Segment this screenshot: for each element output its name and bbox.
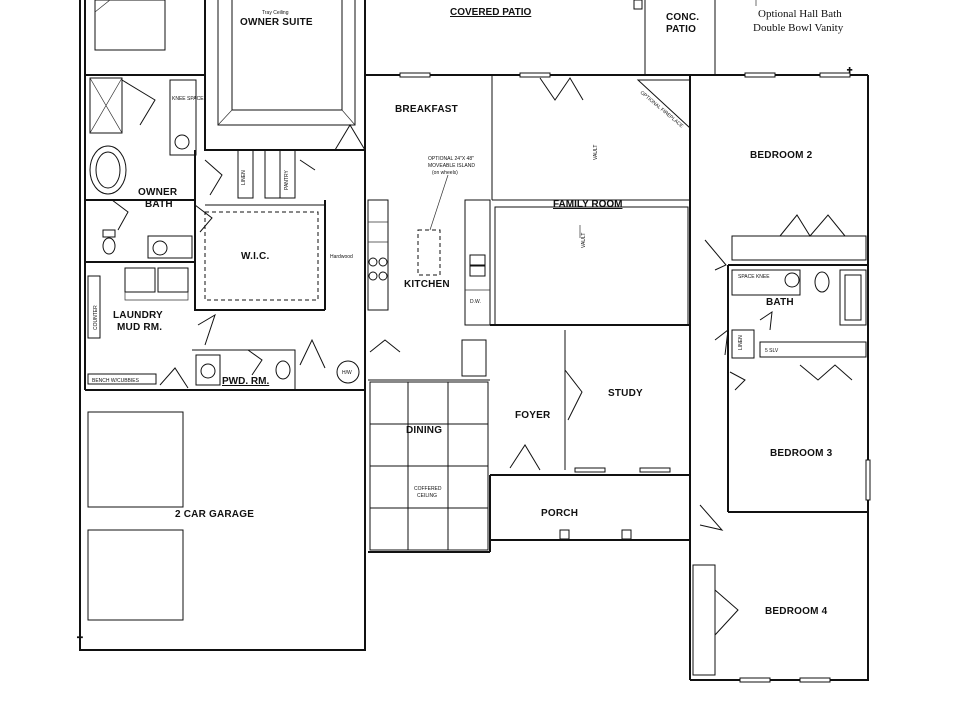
counter-label: COUNTER: [93, 305, 99, 330]
island-note-3: (on wheels): [432, 170, 458, 176]
vault-label-1: VAULT: [593, 145, 599, 160]
laundry-label-2: MUD RM.: [117, 322, 162, 333]
conc-patio-label-1: CONC.: [666, 12, 699, 23]
dining: DINING COFFERED CEILING: [368, 379, 490, 551]
laundry-label-1: LAUNDRY: [113, 310, 163, 321]
hall-bath-note-1: Optional Hall Bath: [758, 8, 842, 20]
bedroom-2: BEDROOM 2: [731, 150, 867, 261]
family-room: OPTIONAL FIREPLACE VAULT VAULT FAMILY RO…: [490, 77, 691, 326]
bedroom2-label: BEDROOM 2: [750, 150, 813, 161]
covered-patio-label: COVERED PATIO: [450, 7, 532, 18]
bath-label: BATH: [766, 297, 794, 308]
wic-label: W.I.C.: [241, 251, 269, 262]
study-label: STUDY: [608, 388, 643, 399]
owner-suite-label: OWNER SUITE: [240, 17, 313, 28]
hardwood-label: Hardwood: [330, 254, 353, 260]
bedroom3-label: BEDROOM 3: [770, 448, 833, 459]
covered-patio: COVERED PATIO CONC. PATIO Optional Hall …: [364, 0, 844, 75]
space-knee-label: SPACE KNEE: [738, 274, 770, 280]
tray-ceiling-label: Tray Ceiling: [262, 10, 289, 16]
island-note-1: OPTIONAL 24"X 48": [428, 156, 474, 162]
pwd-rm-label: PWD. RM.: [222, 376, 269, 387]
foyer-study: FOYER STUDY PORCH +: [399, 65, 853, 540]
garage-label: 2 CAR GARAGE: [175, 509, 254, 520]
owner-suite: Tray Ceiling OWNER SUITE: [94, 0, 366, 151]
porch-label: PORCH: [541, 508, 578, 519]
island-note-2: MOVEABLE ISLAND: [428, 163, 475, 169]
shelf-label: 5 SLV: [765, 348, 779, 354]
owner-bath-label-2: BATH: [145, 199, 173, 210]
foyer-label: FOYER: [515, 410, 551, 421]
powder-room: PWD. RM. H/W: [192, 338, 360, 390]
bedroom4-label: BEDROOM 4: [765, 606, 828, 617]
owner-bath: KNEE SPACE OWNER BATH: [85, 74, 205, 259]
linen2-label: LINEN: [738, 335, 744, 350]
knee-space-label: KNEE SPACE: [172, 96, 204, 102]
coffered-label-2: CEILING: [417, 493, 437, 499]
bench-label: BENCH W/CUBBIES: [92, 378, 140, 384]
kitchen: BREAKFAST Hardwood OPTIONAL 24"X 48" MOV…: [330, 75, 493, 390]
svg-text:+: +: [77, 633, 83, 644]
linen-label: LINEN: [241, 170, 247, 185]
owner-bath-label-1: OWNER: [138, 187, 178, 198]
conc-patio-label-2: PATIO: [666, 24, 696, 35]
hall-bath: SPACE KNEE BATH LINEN 5 SLV: [704, 239, 868, 512]
vault-label-2: VAULT: [581, 233, 587, 248]
breakfast-label: BREAKFAST: [395, 104, 458, 115]
wic-area: LINEN PANTRY W.I.C.: [194, 149, 326, 311]
hw-label: H/W: [342, 370, 352, 376]
kitchen-label: KITCHEN: [404, 279, 450, 290]
bedroom-4: BEDROOM 4: [692, 564, 831, 683]
hall-bath-note-2: Double Bowl Vanity: [753, 22, 844, 34]
dw-label: D.W.: [470, 299, 481, 305]
fireplace-label: OPTIONAL FIREPLACE: [639, 90, 685, 130]
garage: 2 CAR GARAGE +: [77, 389, 365, 645]
family-room-label: FAMILY ROOM: [553, 199, 622, 210]
pantry-label: PANTRY: [284, 170, 290, 190]
dining-label: DINING: [406, 425, 442, 436]
bedroom-3: BEDROOM 3: [699, 364, 871, 531]
exterior-walls: [79, 0, 869, 681]
svg-text:+: +: [847, 65, 852, 75]
coffered-label-1: COFFERED: [414, 486, 442, 492]
